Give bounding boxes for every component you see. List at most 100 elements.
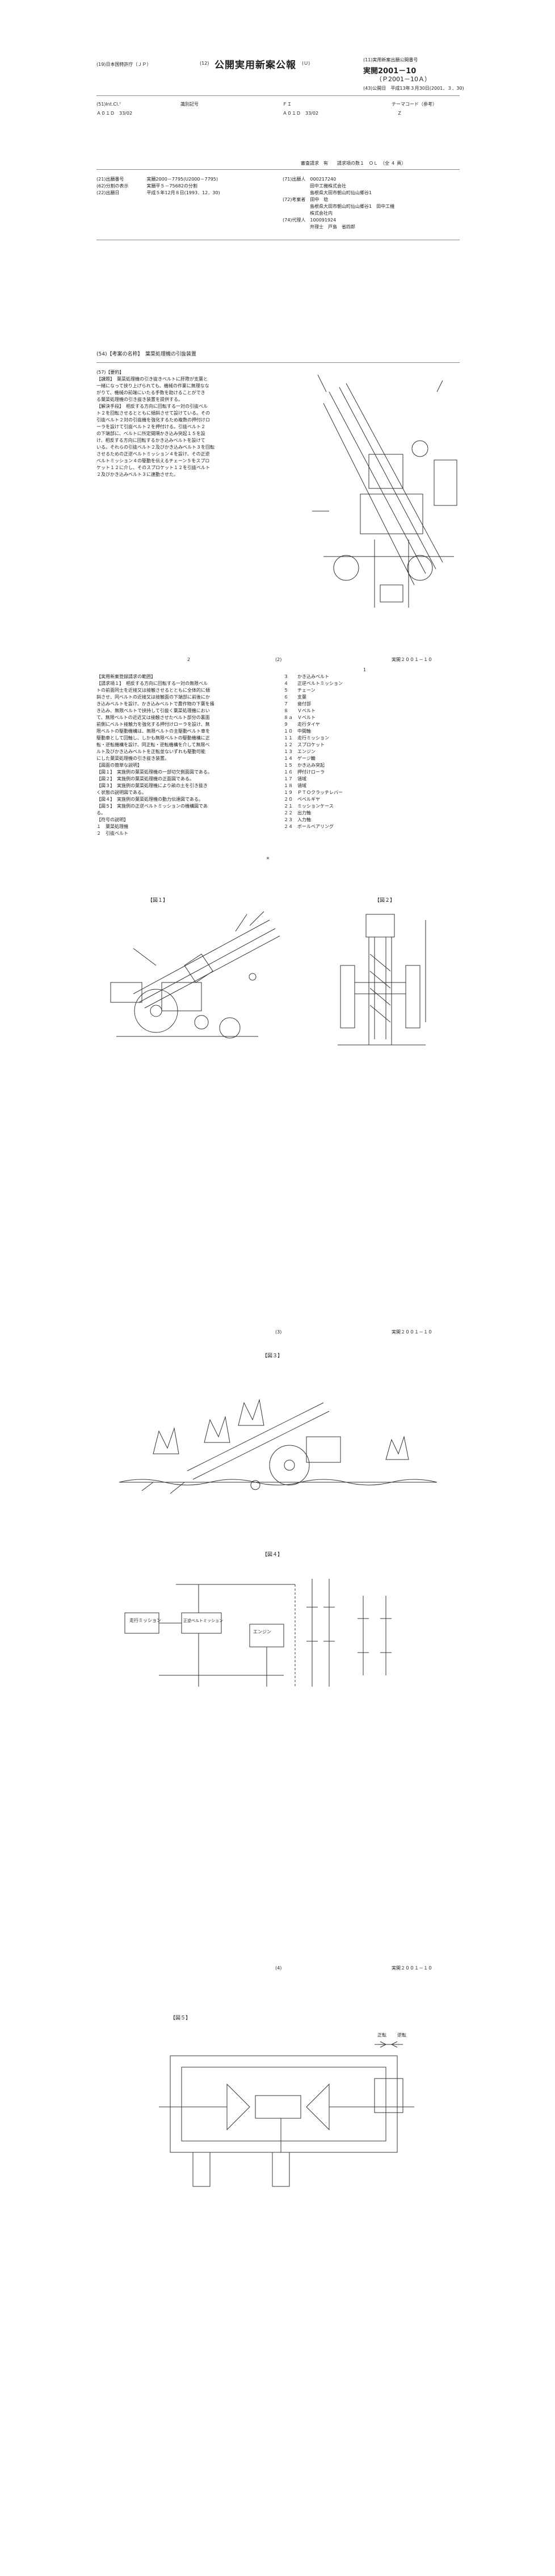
figure-3-drawing — [119, 1380, 437, 1511]
claims-section: 【実用新案登録請求の範囲】 【請求項１】 相反する方向に回転する一対の無限ベル … — [96, 674, 215, 837]
claims-line: 【請求項１】 相反する方向に回転する一対の無限ベル — [96, 681, 208, 686]
figure-4-drawing — [125, 1573, 431, 1704]
abstract-line: け、相反する方向に回転するかき込みベルトを設けて — [96, 438, 205, 443]
gazette-page-4: (4) 実開２００１－１０ 【図５】 正転 逆転 — [0, 1959, 555, 2576]
abstract-line: 一緒になって挟り上げられても、機械の作業に無理なな — [96, 383, 209, 388]
claims-line: き込みベルトを設け、かき込みベルトで農作物の下葉を掻 — [96, 701, 215, 706]
bibliographic-right: (71)出願人 000217240 田中工機株式会社 島根県大田市朝山町仙山郷谷… — [283, 176, 394, 231]
figdesc-line: １ 葉菜処理機 — [96, 824, 128, 829]
inventor-company: 株式会社内 — [283, 211, 333, 216]
figdesc-line: 【符号の説明】 — [96, 817, 128, 822]
legend-item: ２１ ミッションケース — [284, 804, 334, 809]
forward-label: 正転 — [377, 2033, 386, 2038]
legend-item: １５ かき込み突起 — [284, 763, 325, 768]
gazette-page-1: (19)日本国特許庁（ＪＰ） (12) 公開実用新案公報 (Ｕ) (11)実用新… — [0, 0, 555, 642]
figdesc-line: 【図５】 実施例の正逆ベルトミッションの機構図であ — [96, 804, 208, 809]
center-page-number: (4) — [275, 1966, 282, 1971]
reverse-label: 逆転 — [397, 2033, 406, 2038]
legend-item: ３ かき込みベルト — [284, 674, 329, 679]
box-travel-mission: 走行ミッション — [129, 1618, 161, 1623]
legend-item: ２３ 入力軸 — [284, 817, 311, 822]
claims-line: ルト及びかき込みベルトを正転並ないずれも駆動可能 — [96, 749, 205, 754]
figdesc-line: 【図１】 実施例の葉菜処理機の一部切欠側面図である。 — [96, 770, 212, 775]
inventor-address: 島根県大田市朝山町仙山郷谷1 田中工機 — [283, 204, 395, 209]
legend-item: １０ 中間軸 — [284, 729, 311, 734]
legend-item: ６ 支葉 — [284, 695, 306, 700]
ipc-label: (51)Int.Cl.⁷ — [96, 102, 121, 107]
application-number: (21)出願番号 実願2000－7795(U2000－7795) — [96, 177, 218, 182]
applicant-line: (71)出願人 000217240 — [283, 177, 337, 182]
figure-3-label: 【図３】 — [262, 1353, 283, 1359]
legend-item: １４ ゲージ輪 — [284, 756, 316, 761]
legend-item: ２０ ベベルギヤ — [284, 797, 320, 802]
figdesc-line: 【図３】 実施例の葉菜処理機により畝の土を引き抜き — [96, 783, 208, 788]
invention-title: (54)【考案の名称】 葉菜処理機の引抜装置 — [96, 352, 196, 357]
claims-line: 駆動車として回軸し、しかも無限ベルトの駆動機構に正 — [96, 735, 210, 741]
theme-code: Ｚ — [397, 111, 402, 116]
reference-number: 実開２００１－１０ — [392, 657, 432, 662]
abstract-line: いる。それらの引抜ベルト２及びかき込みベルト３を回転 — [96, 445, 215, 450]
publication-number-label: (11)実用新案出願公開番号 — [363, 57, 418, 62]
figure-1-drawing — [99, 909, 287, 1051]
claims-line: き込み、無限ベルトで挟持して引抜く葉菜処理機におい — [96, 708, 210, 713]
box-belt-mission: 正逆ベルトミッション — [183, 1619, 223, 1623]
legend-item: ８ａ Ｖベルト — [284, 715, 316, 720]
continuation-mark: ＊ — [266, 856, 270, 861]
abstract-line: る葉菜処理機の引き抜き装置を提供する。 — [96, 397, 183, 402]
publication-date: (43)公開日 平成13年３月30日(2001．３．30) — [363, 86, 464, 91]
theme-label: テーマコード（参考） — [392, 102, 437, 107]
gazette-page-2: 2 (2) 実開２００１－１０ 1 【実用新案登録請求の範囲】 【請求項１】 相… — [0, 642, 555, 1323]
figdesc-line: ２ 引抜ベルト — [96, 831, 128, 836]
legend-item: １９ ＰＴＯクラッチレバー — [284, 790, 343, 795]
legend-item: ８ Ｖベルト — [284, 708, 316, 713]
claims-line: にした葉菜処理機の引き抜き装置。 — [96, 756, 169, 761]
claims-line: 転・逆転機構を設け、同正転・逆転機構を介して無限ベ — [96, 742, 210, 747]
abstract: (57)【要約】 【課題】 葉菜処理機の引き抜きベルトに肝際が支葉と 一緒になっ… — [96, 369, 215, 478]
claims-line: トの前面同士を近接又は接触させるとともに全体的に傾 — [96, 688, 210, 693]
applicant-address: 島根県大田市朝山町仙山郷谷1 — [283, 190, 372, 195]
publication-number: 実開2001－10 — [363, 67, 417, 76]
legend-item: ９ 走行タイヤ — [284, 722, 320, 727]
abstract-line: ２及びかき込みベルト３に連動させた。 — [96, 472, 178, 477]
representative-drawing — [306, 369, 465, 613]
figdesc-line: 【図面の簡単な説明】 — [96, 763, 142, 768]
figure-2-label: 【図２】 — [375, 898, 396, 904]
figure-2-drawing — [335, 909, 431, 1056]
claims-line: 限ベルトの駆動機構は、無限ベルトの主駆動ベルト車を — [96, 729, 210, 734]
left-page-number: 2 — [187, 657, 191, 662]
center-page-number: (2) — [275, 657, 282, 662]
box-engine: エンジン — [253, 1629, 271, 1634]
kind-code: (Ｕ) — [302, 61, 310, 66]
abstract-line: ベルトミッション４の駆動を伝えるチェーン５をスプロ — [96, 458, 210, 463]
abstract-line: ト２を回転させるとともに傾斜させて設けている。その — [96, 411, 210, 416]
figure-1-label: 【図１】 — [148, 898, 169, 904]
claims-line: て、無限ベルトの近近又は接触させたベルト部分の裏面 — [96, 715, 210, 720]
gazette-number: (12) — [200, 61, 209, 66]
abstract-line: させるための正逆ベルトミッション４を設け、その正逆 — [96, 451, 210, 457]
application-date: (22)出願日 平成５年12月８日(1993．12．30) — [96, 190, 220, 195]
abstract-line: 【課題】 葉菜処理機の引き抜きベルトに肝際が支葉と — [96, 377, 208, 382]
ipc-code: Ａ０１Ｄ 33/02 — [96, 111, 133, 116]
figdesc-line: く状態の説明図である。 — [96, 790, 146, 795]
figure-5-drawing — [159, 2044, 414, 2192]
patent-office: (19)日本国特許庁（ＪＰ） — [96, 62, 152, 67]
abstract-line: がりて、機械の前端にいたる手数を助けることができ — [96, 390, 205, 395]
gazette-title: 公開実用新案公報 — [215, 60, 296, 71]
agent-name: 弁理士 戸島 省四郎 — [283, 224, 355, 229]
abstract-line: ーラを設けて引抜ベルト２を押付ける。引抜ベルト２ — [96, 424, 205, 429]
figure-5-label: 【図５】 — [170, 2015, 191, 2021]
figdesc-line: 【図４】 実施例の葉菜処理機の動力伝達図である。 — [96, 797, 203, 802]
publication-number-2: （Ｐ2001－10Ａ） — [376, 76, 431, 83]
identification-label: 識別記号 — [180, 102, 199, 107]
figdesc-line: る。 — [96, 810, 106, 816]
examination-status: 審査請求 有 請求項の数１ ＯＬ （全 ４ 頁） — [301, 161, 406, 166]
center-page-number: (3) — [275, 1329, 282, 1335]
claims-line: 斜させ、同ベルトの近接又は接触面の下端部に前後にか — [96, 695, 210, 700]
reference-number: 実開２００１－１０ — [392, 1966, 432, 1971]
legend-item: １３ エンジン — [284, 749, 316, 754]
inventor-line: (72)考案者 田中 稔 — [283, 197, 329, 202]
legend-item: １７ 領域 — [284, 776, 306, 781]
applicant-name: 田中工機株式会社 — [283, 183, 346, 189]
division-indication: (62)分割の表示 実願平５－75682の分割 — [96, 183, 197, 189]
abstract-line: 引抜ベルト２対の引抜機を強化するため複数の押付けロ — [96, 417, 210, 423]
